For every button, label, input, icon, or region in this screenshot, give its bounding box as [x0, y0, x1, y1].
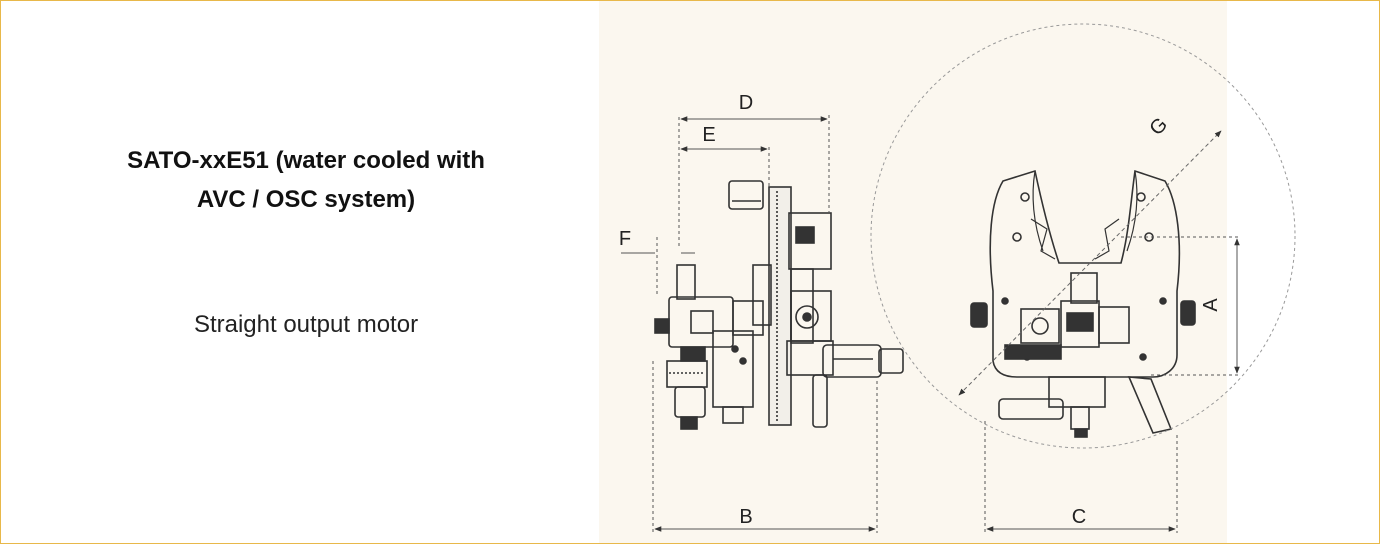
product-title-line-1: SATO-xxE51 (water cooled with	[127, 147, 485, 174]
product-subtitle: Straight output motor	[193, 311, 419, 338]
dimension-label-g: G	[1145, 113, 1172, 140]
dimension-label-f: F	[619, 228, 631, 250]
dimension-label-d: D	[739, 92, 753, 114]
dimension-label-c: C	[1072, 506, 1086, 528]
dimension-label-e: E	[702, 124, 715, 146]
dimension-label-b: B	[739, 506, 752, 528]
dimension-lines	[621, 115, 1241, 533]
front-view-drawing	[970, 169, 1196, 438]
product-title: SATO-xxE51 (water cooled with AVC / OSC …	[41, 141, 571, 219]
dimension-line-g	[958, 130, 1222, 396]
dimension-label-a: A	[1200, 298, 1222, 312]
product-title-line-2: AVC / OSC system)	[196, 186, 416, 213]
side-view-drawing	[654, 180, 904, 430]
envelope-circle	[870, 23, 1296, 449]
